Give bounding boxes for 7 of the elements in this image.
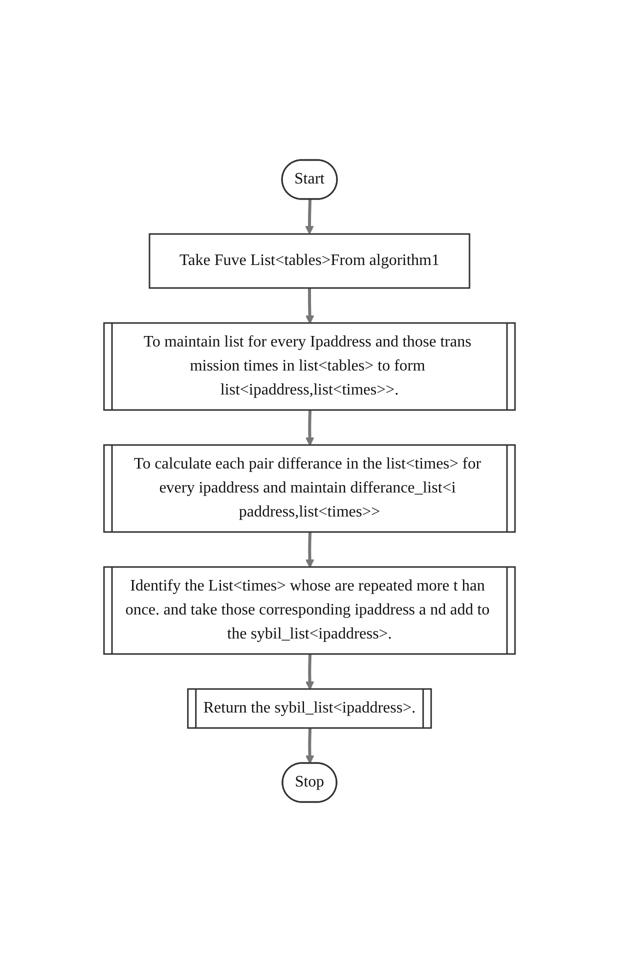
arrow <box>304 410 314 446</box>
arrow <box>304 654 314 690</box>
arrow <box>304 728 314 764</box>
arrow <box>304 532 314 568</box>
arrow <box>304 199 314 234</box>
arrow <box>304 288 314 324</box>
node-box: Take Fuve List<tables>From algorithm1 <box>148 233 470 289</box>
